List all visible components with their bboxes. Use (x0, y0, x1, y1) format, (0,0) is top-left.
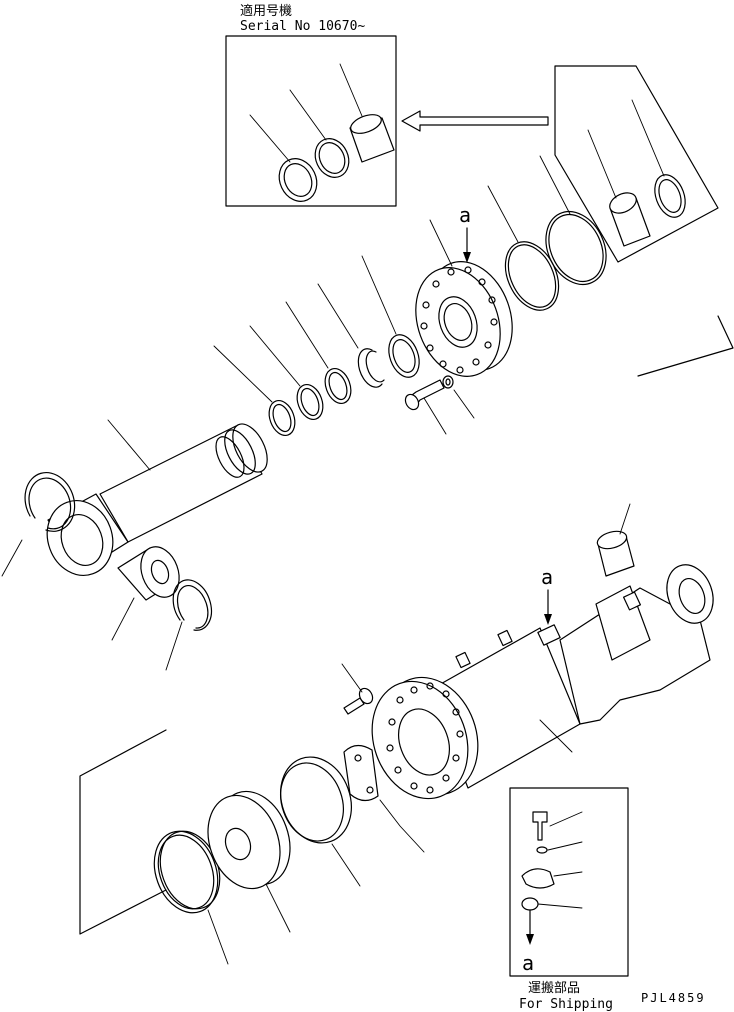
inset-serial-text: Serial No 10670~ (240, 19, 365, 34)
wiper-ring (296, 383, 324, 421)
cylinder-tube (371, 564, 714, 800)
shipping-bolt (532, 811, 548, 841)
head-bolt (404, 379, 445, 411)
inset-pointer-arrow (401, 110, 549, 132)
cylinder-head (415, 261, 513, 377)
rod-snap-ring-left (24, 471, 76, 532)
piston (207, 790, 291, 890)
shipping-title-jp: 運搬部品 (528, 981, 580, 996)
shipping-washer (536, 846, 548, 854)
head-bolt-holes (420, 266, 498, 374)
shipping-ref-arrow (526, 909, 534, 945)
head-backup-ring (504, 241, 560, 311)
head-ring (654, 174, 686, 218)
head-o-ring-large (545, 210, 607, 286)
rod-bushing (388, 334, 420, 378)
inset-title-jp: 適用号機 (240, 3, 292, 19)
inset-box-frame (225, 35, 397, 207)
piston-nut-split (343, 744, 379, 802)
clevis-bushing (596, 530, 635, 577)
wear-ring (280, 756, 352, 844)
shipping-cap (521, 897, 539, 911)
shipping-ref-letter: a (522, 951, 534, 975)
inset-shipping-box: a 運搬部品 For Shipping (509, 787, 629, 1012)
tube-ref-arrow (544, 589, 552, 625)
dust-seal (268, 399, 296, 437)
tube-ref-mark: a (541, 565, 553, 589)
shipping-clip (521, 868, 555, 889)
shipping-box-frame (509, 787, 629, 977)
snap-ring-1 (357, 348, 385, 388)
tube-flange-holes (386, 682, 464, 794)
head-washer (442, 375, 454, 389)
drawing-code: PJL4859 (641, 991, 706, 1005)
rod-eye-bushing (117, 546, 180, 601)
inset-ring-2 (314, 138, 350, 178)
head-ref-mark: a (459, 203, 471, 227)
rod-snap-ring-right (172, 579, 213, 631)
shipping-title-en: For Shipping (519, 997, 613, 1012)
tube-bolt (343, 687, 374, 715)
inset-serial-box: 適用号機 Serial No 10670~ (225, 3, 397, 207)
head-bushing (609, 192, 651, 247)
piston-rod (46, 423, 268, 576)
rod-seal (324, 367, 352, 405)
head-ref-arrow (463, 227, 471, 263)
